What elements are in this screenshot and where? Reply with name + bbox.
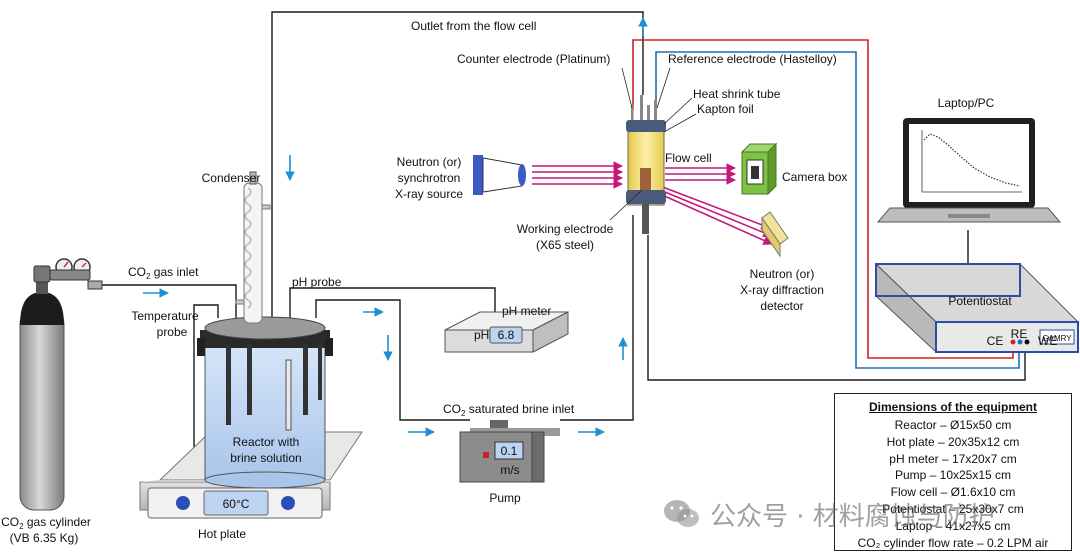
tubing bbox=[100, 11, 1026, 493]
we-cable bbox=[647, 235, 1026, 381]
co2-gas-tube bbox=[100, 284, 237, 318]
source-label-line2: synchrotron bbox=[398, 171, 461, 185]
potentiostat: GAMRY bbox=[874, 262, 1080, 354]
co2-inlet-label: CO2 gas inlet bbox=[128, 265, 199, 281]
hot-plate-temperature: 60°C bbox=[223, 497, 250, 511]
dimensions-row: Hot plate – 20x35x12 cm bbox=[886, 434, 1020, 449]
ph-display-label: pH bbox=[474, 328, 489, 342]
wechat-icon bbox=[664, 500, 699, 527]
flow-cell bbox=[626, 95, 666, 234]
laptop-screen-curve bbox=[923, 133, 1021, 187]
camera-box-label: Camera box bbox=[782, 170, 847, 184]
pump: 0.1 m/s bbox=[459, 420, 560, 483]
ph-probe-cable bbox=[289, 287, 496, 318]
dimensions-row: Potentiostat – 25x30x7 cm bbox=[882, 501, 1024, 516]
watermark-text: 公众号 · 材料腐蚀与防护 bbox=[710, 501, 995, 532]
cylinder-label-line1: CO2 gas cylinder bbox=[1, 515, 91, 531]
detector-label-line3: detector bbox=[760, 299, 803, 313]
transmitted-beams bbox=[665, 163, 736, 185]
label-pointers bbox=[609, 67, 697, 221]
condenser bbox=[235, 171, 271, 324]
diffraction-detector bbox=[761, 211, 789, 258]
counter-electrode-label: Counter electrode (Platinum) bbox=[457, 52, 610, 66]
laptop bbox=[876, 118, 1062, 223]
brine-tube-pump-to-cell bbox=[560, 215, 634, 421]
potentiostat-label: Potentiostat bbox=[948, 294, 1012, 308]
laptop-label: Laptop/PC bbox=[938, 96, 995, 110]
kapton-label: Kapton foil bbox=[697, 102, 754, 116]
pump-label: Pump bbox=[489, 491, 521, 505]
outlet-tube bbox=[271, 11, 644, 318]
beam-source bbox=[473, 155, 526, 195]
dimensions-row: Pump – 10x25x15 cm bbox=[894, 468, 1012, 483]
source-label-line1: Neutron (or) bbox=[397, 155, 462, 169]
reactor-label-line1: Reactor with bbox=[233, 435, 300, 449]
diffracted-beams bbox=[659, 185, 773, 245]
reactor-label-line2: brine solution bbox=[230, 451, 301, 465]
temperature-probe-label-line2: probe bbox=[157, 325, 188, 339]
outlet-label: Outlet from the flow cell bbox=[411, 19, 536, 33]
ce-wire bbox=[632, 39, 1014, 359]
hot-plate-label: Hot plate bbox=[198, 527, 246, 541]
brine-tube-reactor-to-pump bbox=[315, 299, 470, 421]
we-label: WE bbox=[1038, 334, 1057, 348]
gamry-logo: GAMRY bbox=[1042, 334, 1072, 343]
dimensions-row: Flow cell – Ø1.6x10 cm bbox=[890, 485, 1016, 500]
co2-cylinder bbox=[19, 258, 103, 511]
dimensions-row: Laptop – 41x27x5 cm bbox=[895, 518, 1011, 533]
cylinder-label-line2: (VB 6.35 Kg) bbox=[10, 531, 79, 545]
re-wire bbox=[655, 51, 1020, 369]
re-label: RE bbox=[1011, 327, 1028, 341]
dimensions-table: Dimensions of the equipment Reactor – Ø1… bbox=[834, 393, 1072, 551]
reactor bbox=[197, 316, 333, 489]
working-electrode-label-line2: (X65 steel) bbox=[536, 238, 594, 252]
working-electrode-label-line1: Working electrode bbox=[517, 222, 614, 236]
pump-unit: m/s bbox=[500, 463, 519, 477]
source-label-line3: X-ray source bbox=[395, 187, 463, 201]
brine-inlet-label: CO2 saturated brine inlet bbox=[443, 402, 575, 418]
condenser-label: Condenser bbox=[202, 171, 261, 185]
flow-cell-label: Flow cell bbox=[665, 151, 712, 165]
camera-box bbox=[740, 142, 778, 196]
dimensions-row: Reactor – Ø15x50 cm bbox=[894, 418, 1012, 432]
flow-arrows bbox=[143, 17, 648, 437]
ph-probe-label: pH probe bbox=[292, 275, 342, 289]
reference-electrode-label: Reference electrode (Hastelloy) bbox=[668, 52, 837, 66]
ph-value: 6.8 bbox=[498, 328, 515, 342]
ph-meter-label: pH meter bbox=[502, 304, 551, 318]
ph-meter: pH 6.8 bbox=[444, 311, 569, 353]
dimensions-title: Dimensions of the equipment bbox=[868, 400, 1037, 414]
incident-beams bbox=[532, 161, 623, 189]
pump-value: 0.1 bbox=[501, 444, 518, 458]
detector-label-line2: X-ray diffraction bbox=[740, 283, 824, 297]
dimensions-row: CO₂ cylinder flow rate – 0.2 LPM air bbox=[857, 535, 1049, 550]
ce-label: CE bbox=[987, 334, 1004, 348]
dimensions-row: pH meter – 17x20x7 cm bbox=[889, 451, 1017, 466]
detector-label-line1: Neutron (or) bbox=[750, 267, 815, 281]
temperature-probe-label-line1: Temperature bbox=[131, 309, 199, 323]
heat-shrink-label: Heat shrink tube bbox=[693, 87, 781, 101]
watermark: 公众号 · 材料腐蚀与防护 bbox=[662, 494, 1062, 534]
